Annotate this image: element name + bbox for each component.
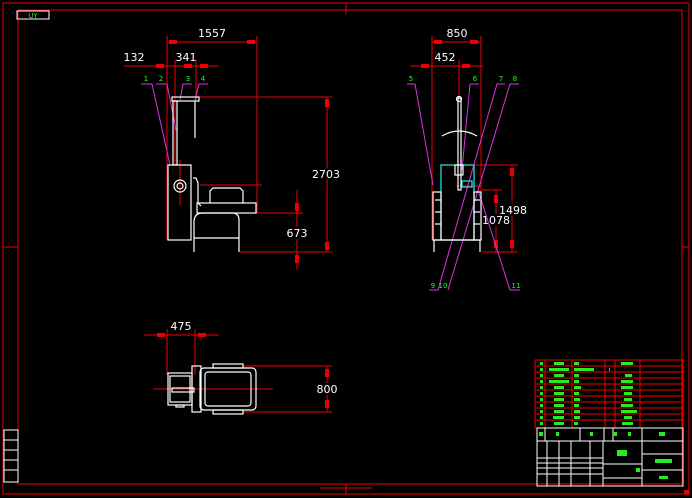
parts-list-entries [540, 362, 637, 425]
balloon-11: 11 [512, 282, 521, 290]
parts-list [534, 359, 684, 429]
top-dimension-arrows [157, 333, 329, 408]
title-block-text [539, 432, 672, 479]
side-machine-geometry [432, 95, 482, 252]
front-machine-geometry [167, 96, 257, 252]
balloon-9: 9 [431, 282, 435, 290]
dim-673: 673 [287, 227, 308, 240]
balloon-3: 3 [186, 75, 190, 83]
inner-frame [17, 9, 683, 485]
top-machine-geometry [167, 363, 257, 415]
title-block-frame [536, 427, 684, 487]
balloon-8: 8 [513, 75, 517, 83]
dim-1557: 1557 [198, 27, 226, 40]
balloon-2: 2 [159, 75, 163, 83]
sheet-tag: UY [28, 12, 38, 20]
side-view: 850 452 1498 1078 5 6 7 8 9 10 11 [407, 27, 529, 291]
bracket [461, 180, 473, 188]
revision-table [3, 429, 19, 483]
dim-132: 132 [124, 51, 145, 64]
corner-mark [684, 490, 689, 494]
top-dimension-lines [144, 329, 332, 413]
dim-850: 850 [447, 27, 468, 40]
balloon-6: 6 [473, 75, 478, 83]
dim-2703: 2703 [312, 168, 340, 181]
balloon-10: 10 [439, 282, 448, 290]
dim-475: 475 [171, 320, 192, 333]
side-dimension-arrows [421, 40, 514, 248]
dim-452: 452 [435, 51, 456, 64]
balloon-1: 1 [144, 75, 148, 83]
dim-800: 800 [317, 383, 338, 396]
sheet-tag-box [16, 10, 50, 20]
balloon-7: 7 [499, 75, 503, 83]
top-view: 475 800 [144, 320, 340, 415]
title-block [534, 359, 684, 487]
dim-1498: 1498 [499, 204, 527, 217]
front-view: 1557 132 341 2703 673 1 2 3 4 [124, 27, 342, 270]
dim-341: 341 [176, 51, 197, 64]
balloon-4: 4 [201, 75, 206, 83]
balloon-5: 5 [409, 75, 413, 83]
front-dimension-arrows [156, 40, 329, 263]
frame-center-marks [3, 3, 689, 494]
